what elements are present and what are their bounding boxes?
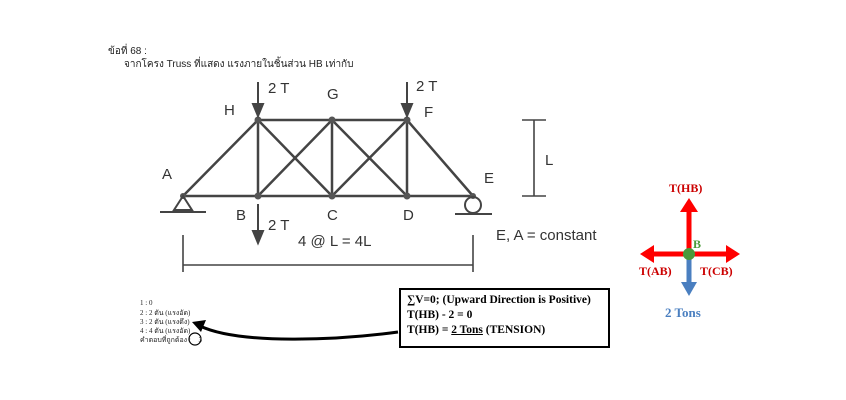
node-label-b: B: [236, 207, 247, 224]
solution-line-2: T(HB) - 2 = 0: [407, 309, 473, 321]
solution-line-3-value: 2 Tons: [451, 324, 483, 336]
load-label-b: 2 T: [268, 217, 290, 234]
member-gb: [256, 118, 334, 198]
node-label-e: E: [484, 170, 495, 187]
member-fe: [405, 118, 475, 198]
fbd-label-right: T(CB): [700, 264, 733, 278]
solution-line-3: T(HB) = 2 Tons (TENSION): [407, 323, 602, 338]
solution-line-3-suffix: (TENSION): [482, 324, 546, 336]
option-1[interactable]: 1 : 0: [140, 299, 153, 307]
solution-line-1: ∑V=0; (Upward Direction is Positive): [407, 294, 591, 306]
pin-support-a: [172, 194, 194, 211]
height-label: L: [545, 152, 554, 169]
joint-g: [328, 116, 336, 124]
option-3[interactable]: 3 : 2 ตัน (แรงดึง): [140, 318, 190, 326]
answer-value: 3: [198, 336, 203, 344]
joint-f: [403, 116, 411, 124]
solution-box: ∑V=0; (Upward Direction is Positive) T(H…: [399, 288, 610, 348]
option-2[interactable]: 2 : 2 ตัน (แรงอัด): [140, 309, 191, 317]
answer-label: คำตอบที่ถูกต้อง :: [140, 336, 191, 344]
solution-line-3-prefix: T(HB) =: [407, 324, 452, 336]
option-4[interactable]: 4 : 4 ตัน (แรงอัด): [140, 327, 191, 335]
question-number: ข้อที่ 68 :: [108, 46, 147, 57]
fbd-label-up: T(HB): [669, 181, 703, 195]
load-label-h: 2 T: [268, 80, 290, 97]
answer-circle: [188, 332, 202, 346]
node-label-a: A: [162, 166, 173, 183]
node-label-h: H: [224, 102, 235, 119]
node-label-c: C: [327, 207, 338, 224]
load-label-f: 2 T: [416, 78, 438, 95]
joint-c: [328, 192, 336, 200]
fbd-node-label: B: [693, 237, 702, 251]
answer-line: คำตอบที่ถูกต้อง : 3: [140, 335, 202, 346]
member-fc: [330, 118, 409, 198]
callout-arrow: [199, 324, 399, 341]
node-label-d: D: [403, 207, 414, 224]
fbd-label-left: T(AB): [639, 264, 672, 278]
joint-d: [403, 192, 411, 200]
question-text: จากโครง Truss ที่แสดง แรงภายในชิ้นส่วน H…: [124, 59, 354, 70]
span-label: 4 @ L = 4L: [298, 233, 372, 250]
joint-b: [254, 192, 262, 200]
node-label-g: G: [327, 86, 339, 103]
fbd-node: [683, 248, 695, 260]
member-ah: [181, 118, 260, 198]
fbd-label-down: 2 Tons: [665, 305, 701, 320]
node-label-f: F: [424, 104, 434, 121]
roller-support-e: [464, 196, 482, 214]
property-label: E, A = constant: [496, 227, 597, 244]
joint-h: [254, 116, 262, 124]
free-body-diagram: [640, 198, 740, 296]
